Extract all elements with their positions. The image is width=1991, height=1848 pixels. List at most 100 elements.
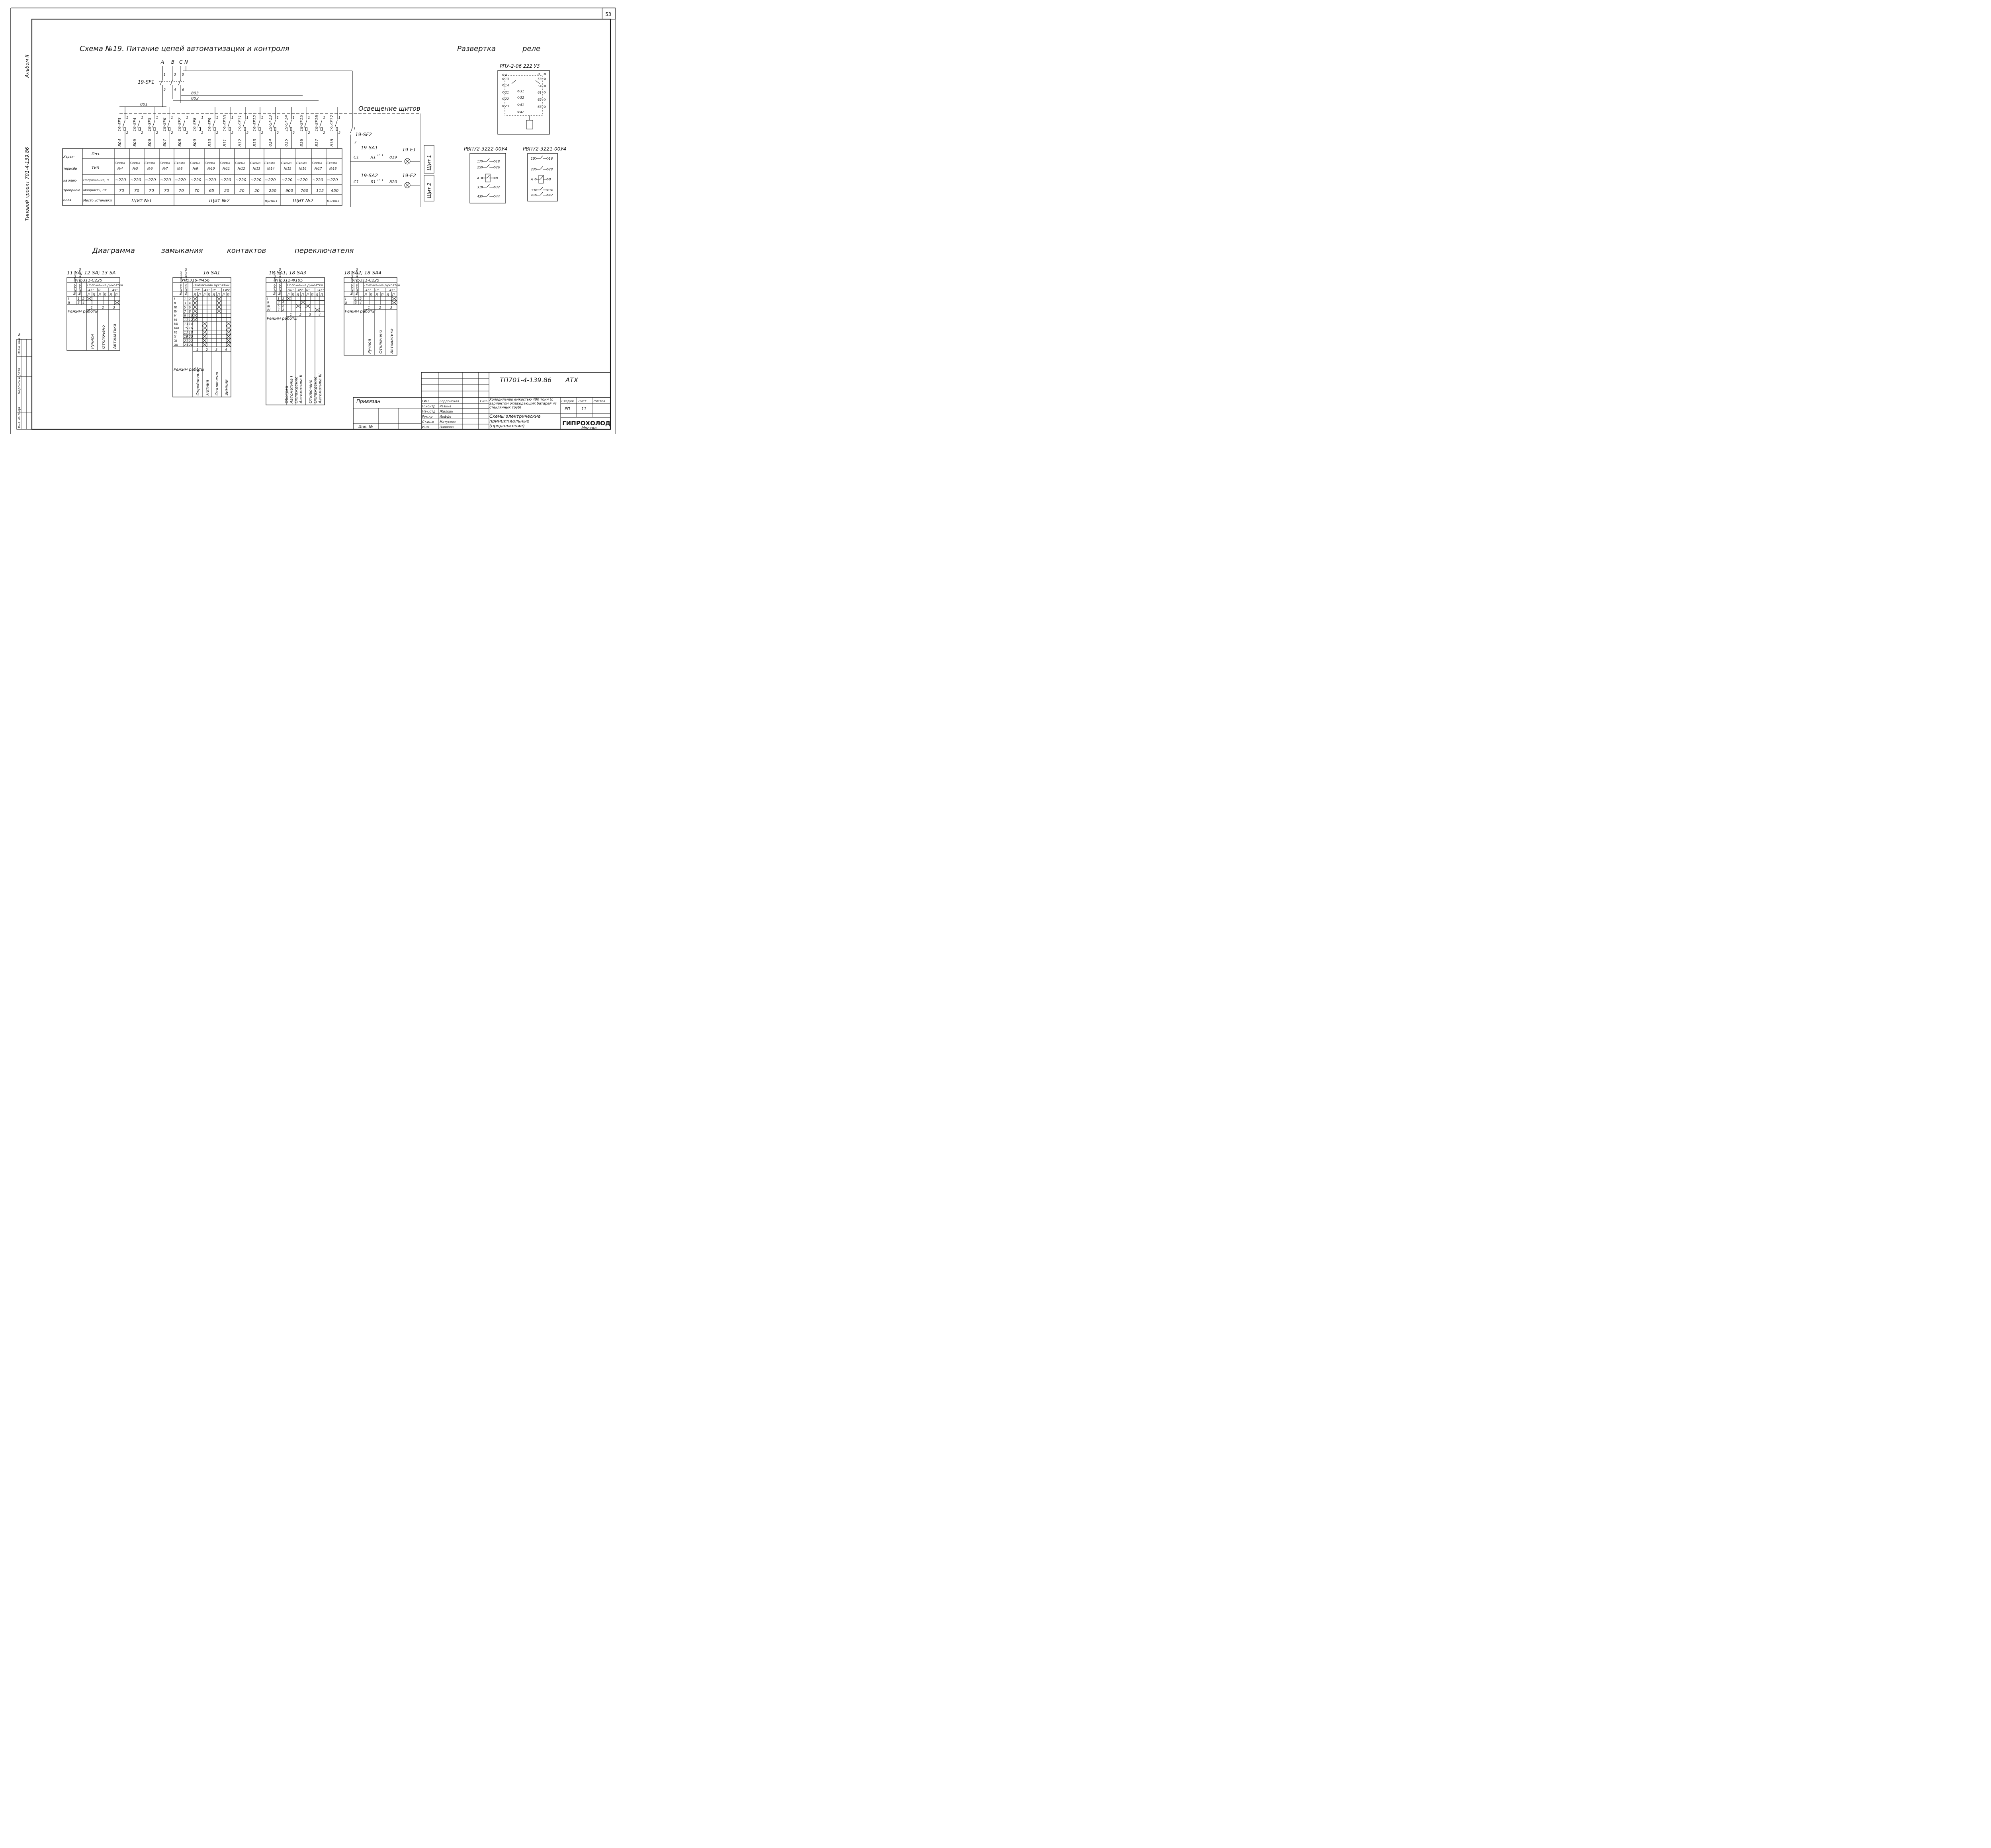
relay2-node-b-4 xyxy=(493,195,496,198)
t2-mode-2: Отключено xyxy=(215,372,219,395)
t2-row-sec-7: VIII xyxy=(174,327,179,330)
branch-term-2-15: 2 xyxy=(338,131,340,135)
relay1-right-node-4 xyxy=(544,98,546,101)
t2-l-1: Л xyxy=(203,293,205,297)
t2-angle-3: +45° xyxy=(222,288,231,292)
scheme-19-title: Схема №19. Питание цепей автоматизации и… xyxy=(80,45,289,53)
t3-row-c1-0: 1 xyxy=(278,297,280,301)
t2-angle-0: -90° xyxy=(194,288,200,292)
t2-row-c1-7: 15 xyxy=(184,327,188,330)
t1-angle-1: 0 xyxy=(98,288,100,292)
table-power-10: 20 xyxy=(254,189,260,193)
t2-row-c2-2: 6 xyxy=(189,306,191,309)
sign-date-label: Подпись и дата xyxy=(18,368,21,394)
t2-p-2: П xyxy=(217,293,220,297)
branch-contact-10 xyxy=(257,120,260,128)
t1-row-c1-1: 3 xyxy=(78,301,80,305)
t3-cross-b-1 xyxy=(300,300,306,305)
branch-term-2-12: 2 xyxy=(293,131,295,135)
table-power-8: 20 xyxy=(224,189,229,193)
relay-2-name: РВП72-3222-00У4 xyxy=(464,146,507,152)
table-type-12: Схема xyxy=(281,161,291,165)
table-voltage-10: ~220 xyxy=(250,178,261,182)
row-group-4: троприем xyxy=(63,188,80,192)
t2-cross-b-12 xyxy=(202,330,207,334)
t4-mode-1: Отключено xyxy=(379,330,383,354)
stamp-name-4: Матусова xyxy=(440,420,456,424)
table-power-3: 70 xyxy=(149,189,154,193)
relay2-pin-a-0: 17 xyxy=(477,160,481,163)
table-type-11: Схема xyxy=(264,161,275,165)
branch-term-1-15: 1 xyxy=(338,116,340,119)
t3-row-c2-2: 6 xyxy=(282,305,284,308)
t4-mode-num-1: 2 xyxy=(379,306,381,309)
stamp-name-2: Жилкин xyxy=(439,410,453,413)
relay2-pin-a-3: 31 xyxy=(477,186,481,189)
table-voltage-9: ~220 xyxy=(235,178,246,182)
t2-row-sec-1: II xyxy=(174,301,176,305)
drawing-sheet: 53 Альбом II Типовой проект 701-4-139.86… xyxy=(10,8,616,434)
stamp-sheet-title: Схемы электрические принципиальные (прод… xyxy=(489,414,541,428)
stamp-mark: АТХ xyxy=(565,376,579,384)
relay1-mid-pin-0: 31 xyxy=(520,90,524,93)
stamp-stage: РП xyxy=(565,407,570,411)
branch-wire-label-11: 814 xyxy=(268,139,273,147)
stamp-object: Холодильник емкостью 400 тонн (с вариант… xyxy=(489,398,557,410)
switch-diagram: Диаграмма замыкания контактов переключат… xyxy=(66,246,400,405)
stamp-role-1: Н.контр xyxy=(422,405,435,408)
t1-mode-2: Автоматика xyxy=(113,324,117,349)
table-voltage-7: ~220 xyxy=(205,178,216,182)
table-type-num-11: №14 xyxy=(267,167,275,170)
relay-3-name: РВП72-3221-00У4 xyxy=(523,146,566,152)
zero-2: 0 xyxy=(377,178,379,182)
relay-title-2: реле xyxy=(522,45,540,53)
relay1-left-node-3 xyxy=(502,91,505,94)
branch-breaker-label-7: 19-SF9 xyxy=(208,117,212,131)
t3-mode-num-0: 1 xyxy=(290,313,292,317)
t2-cross-b-7 xyxy=(216,301,222,305)
branch-wire-label-7: 810 xyxy=(208,139,212,147)
relay3-node-a-0 xyxy=(534,157,537,160)
term-2: 2 xyxy=(164,88,166,92)
table-type-num-3: №6 xyxy=(147,167,153,170)
t4-cross-b-1 xyxy=(391,300,397,305)
branch-trip-15 xyxy=(336,127,338,131)
t4-p-2: П xyxy=(392,293,395,297)
t3-row-c2-3: 8 xyxy=(282,308,284,312)
relay2-node-b-0 xyxy=(493,160,496,162)
t2-row-c1-4: 9 xyxy=(184,314,186,318)
relay3-blade-0 xyxy=(540,155,543,159)
t2-cross-b-1 xyxy=(192,301,198,305)
stamp-sheet-no: 11 xyxy=(581,407,587,411)
table-power-12: 900 xyxy=(286,189,293,193)
lb-term-1: 1 xyxy=(354,127,356,130)
t2-cross-b-13 xyxy=(202,334,207,339)
relay2-node-b-2 xyxy=(493,177,496,179)
t2-row-c2-10: 22 xyxy=(189,339,193,343)
relay1-left-node-2 xyxy=(502,84,505,86)
t2-l-3: Л xyxy=(222,293,225,297)
t2-h-position: Положение рукоятки xyxy=(194,284,229,287)
branch-term-2-1: 2 xyxy=(126,131,128,135)
relay1-right-pin-4: 62 xyxy=(538,98,542,102)
relay1-right-pin-1: 53 xyxy=(538,77,542,81)
t2-row-c1-0: 1 xyxy=(184,297,186,301)
table-type-2: Схема xyxy=(130,161,140,165)
relay3-blade-4 xyxy=(540,192,543,196)
branch-breaker-label-4: 19-SF6 xyxy=(163,117,167,131)
t4-l-2: Л xyxy=(386,293,389,297)
row-group-2: терисӣи xyxy=(63,167,77,170)
branch-contact-2 xyxy=(137,120,140,128)
t2-row-c2-7: 16 xyxy=(189,327,193,330)
t3-p-2: П xyxy=(311,293,313,297)
branch-term-2-10: 2 xyxy=(261,131,263,135)
album-label: Альбом II xyxy=(24,55,30,78)
switch-sa2: 19-SA2 xyxy=(361,173,378,178)
relay2-node-a-3 xyxy=(481,186,483,188)
table-type-num-14: №17 xyxy=(314,167,322,170)
t4-frame xyxy=(344,277,397,356)
t2-mode-num-3: 4 xyxy=(225,348,227,352)
table-voltage-14: ~220 xyxy=(312,178,323,182)
phase-b: B xyxy=(171,59,174,65)
